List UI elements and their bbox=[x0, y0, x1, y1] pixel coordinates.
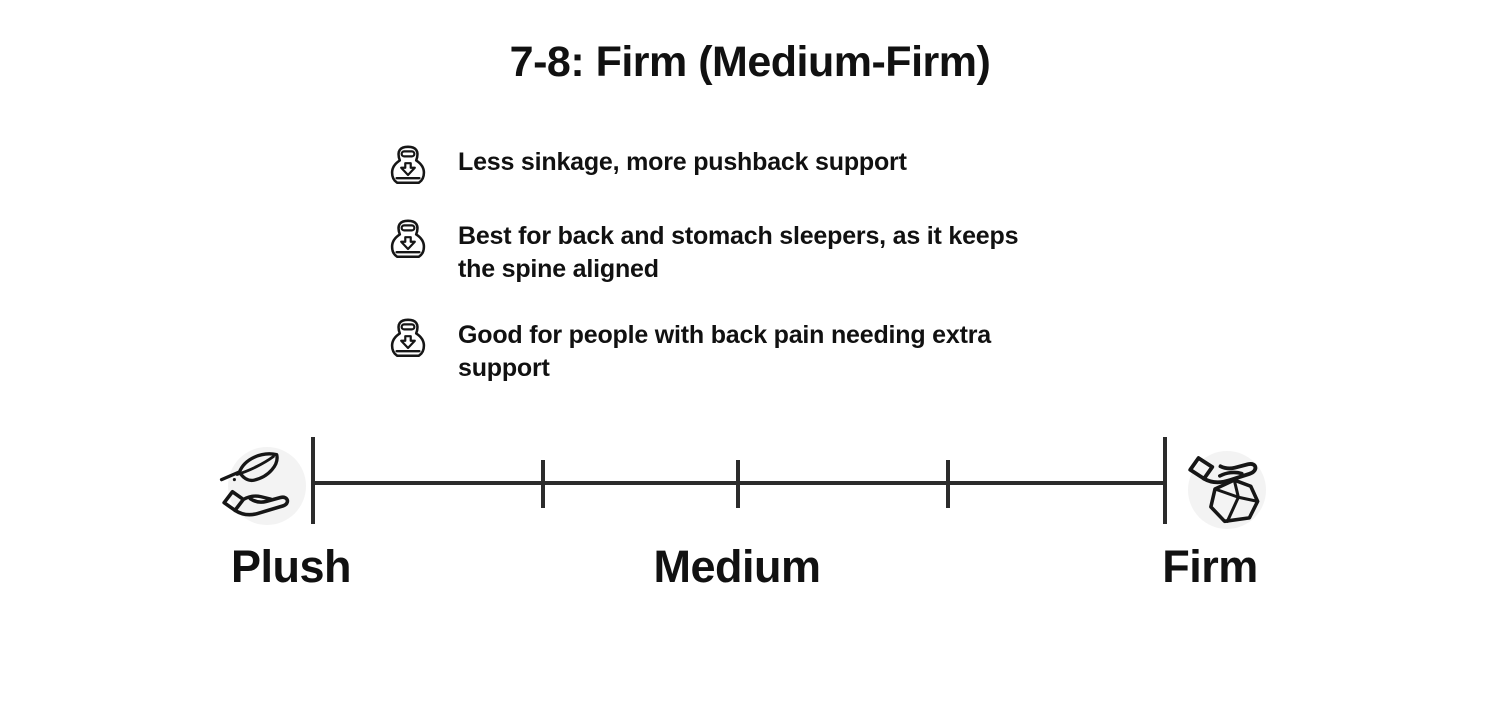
feature-text: Less sinkage, more pushback support bbox=[458, 148, 907, 176]
feature-text: Good for people with back pain needing e… bbox=[458, 321, 991, 382]
scale-label-firm: Firm bbox=[1162, 541, 1258, 592]
list-item: Good for people with back pain needing e… bbox=[388, 316, 1188, 385]
scale-minor-tick bbox=[946, 460, 950, 508]
scale-label-medium: Medium bbox=[653, 541, 821, 592]
hand-holding-feather-icon bbox=[219, 447, 306, 525]
feature-text: Best for back and stomach sleepers, as i… bbox=[458, 222, 1019, 283]
scale-label-plush: Plush bbox=[230, 541, 352, 592]
scale-minor-tick bbox=[541, 460, 545, 508]
feature-list: Less sinkage, more pushback support Best… bbox=[388, 143, 1188, 385]
page-title: 7-8: Firm (Medium-Firm) bbox=[509, 38, 991, 86]
list-item: Best for back and stomach sleepers, as i… bbox=[388, 217, 1188, 286]
hand-on-rock-icon bbox=[1188, 451, 1266, 529]
list-item: Less sinkage, more pushback support bbox=[388, 143, 1188, 187]
kettlebell-down-arrow-icon bbox=[388, 316, 428, 360]
scale-minor-tick bbox=[736, 460, 740, 508]
kettlebell-down-arrow-icon bbox=[388, 143, 428, 187]
scale-end-tick-right bbox=[1163, 437, 1167, 524]
kettlebell-down-arrow-icon bbox=[388, 217, 428, 261]
scale-end-tick-left bbox=[311, 437, 315, 524]
